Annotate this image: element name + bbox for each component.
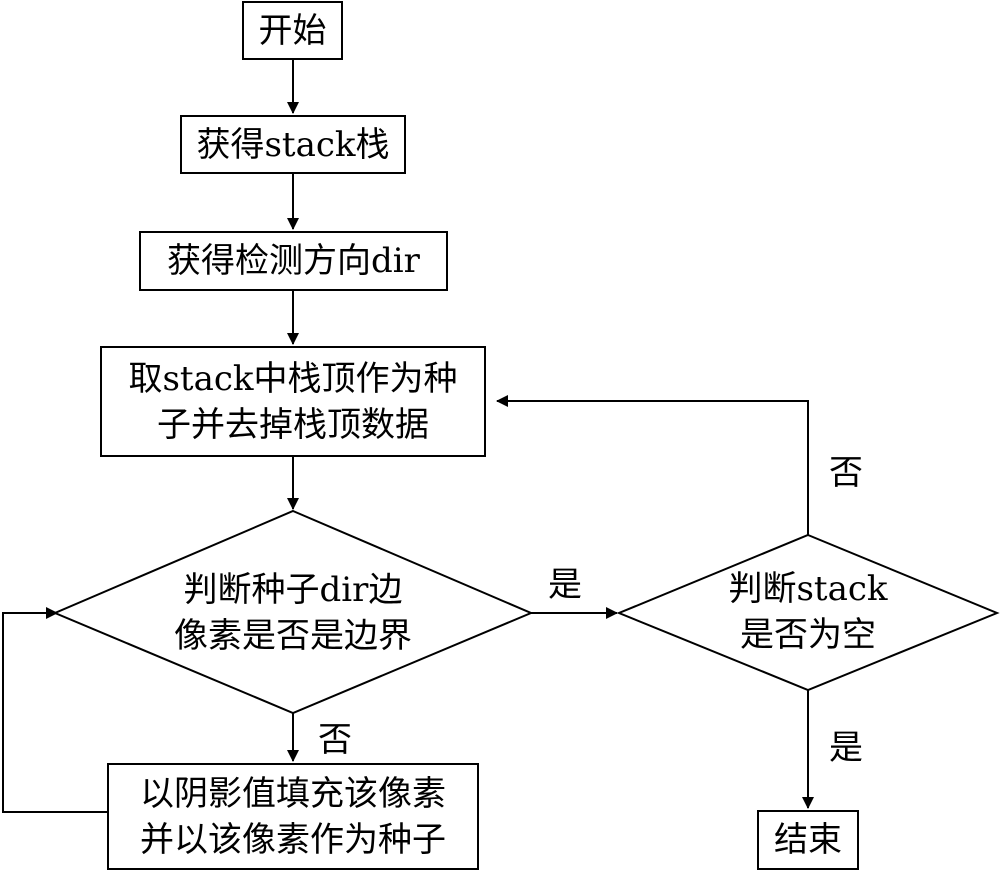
fill-pixel-node: 以阴影值填充该像素 并以该像素作为种子 bbox=[107, 763, 479, 870]
boundary-yes-label: 是 bbox=[548, 565, 582, 605]
boundary-no-label: 否 bbox=[318, 720, 352, 760]
get-stack-label: 获得stack栈 bbox=[196, 124, 390, 165]
stack-empty-decision-line-2: 是否为空 bbox=[740, 615, 876, 655]
get-stack-node: 获得stack栈 bbox=[180, 115, 406, 174]
start-label: 开始 bbox=[258, 10, 327, 51]
pop-seed-label-line-1: 取stack中栈顶作为种 bbox=[128, 358, 458, 399]
stack-empty-decision-text: 判断stack 是否为空 bbox=[690, 562, 926, 662]
boundary-decision-diamond bbox=[52, 509, 534, 715]
end-node: 结束 bbox=[757, 810, 859, 870]
start-node: 开始 bbox=[242, 1, 343, 60]
arrow-stack-empty-no-loop bbox=[496, 395, 809, 535]
boundary-decision-line-1: 判断种子dir边 bbox=[183, 570, 403, 610]
pop-seed-label-line-2: 子并去掉栈顶数据 bbox=[157, 404, 429, 445]
end-label: 结束 bbox=[774, 820, 842, 860]
boundary-decision-line-2: 像素是否是边界 bbox=[174, 616, 412, 656]
fill-pixel-label-line-1: 以阴影值填充该像素 bbox=[140, 773, 446, 814]
arrow-fill-loop-to-boundary bbox=[2, 607, 107, 813]
pop-seed-node: 取stack中栈顶作为种 子并去掉栈顶数据 bbox=[100, 346, 486, 457]
stack-empty-decision-diamond bbox=[616, 533, 1000, 692]
stack-empty-decision-line-1: 判断stack bbox=[728, 569, 888, 609]
boundary-decision-text: 判断种子dir边 像素是否是边界 bbox=[120, 558, 466, 668]
fill-pixel-label-line-2: 并以该像素作为种子 bbox=[140, 819, 446, 860]
get-direction-label: 获得检测方向dir bbox=[167, 241, 420, 281]
stack-empty-yes-label: 是 bbox=[829, 728, 863, 768]
get-direction-node: 获得检测方向dir bbox=[139, 231, 448, 291]
stack-empty-no-label: 否 bbox=[829, 453, 863, 493]
